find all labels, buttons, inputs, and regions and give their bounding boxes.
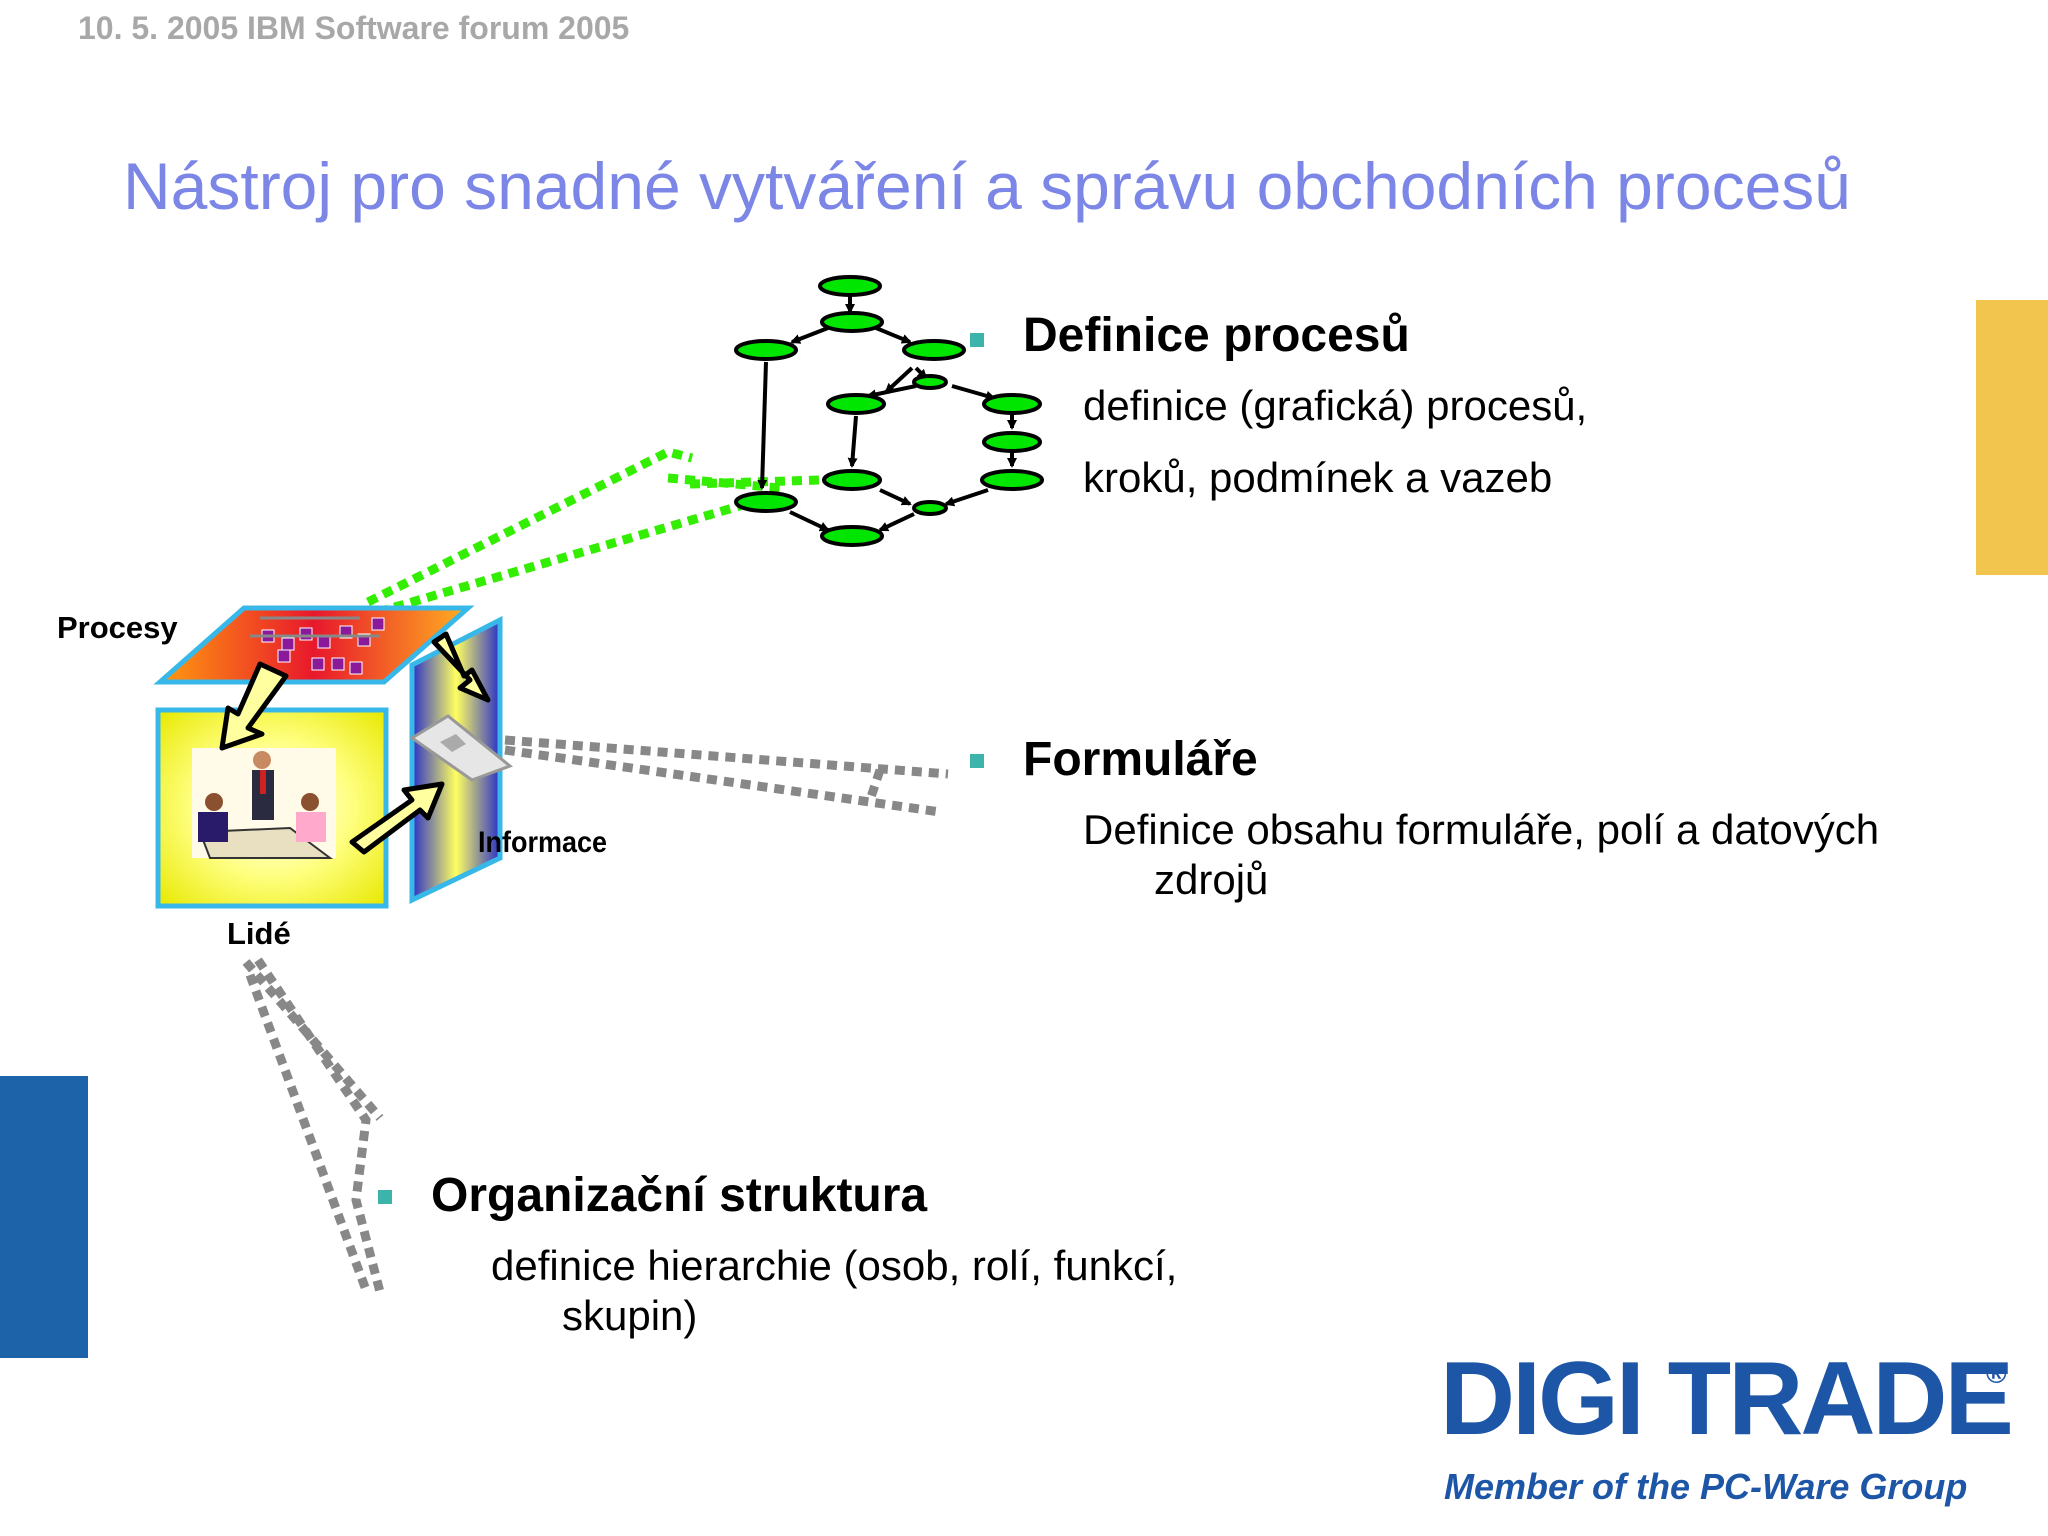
side-accent-blue xyxy=(0,1076,88,1358)
side-accent-yellow xyxy=(1976,300,2048,575)
organizace-line-1: definice hierarchie (osob, rolí, funkcí, xyxy=(491,1242,1178,1289)
formulare-line-1: Definice obsahu formuláře, polí a datový… xyxy=(1083,806,1880,853)
cube-illustration xyxy=(153,605,514,909)
bullet-marker xyxy=(970,333,984,347)
definice-line-2: kroků, podmínek a vazeb xyxy=(1083,454,1553,501)
logo-tagline: Member of the PC-Ware Group xyxy=(1444,1466,1968,1507)
logo-digitrade: DIGI TRADE xyxy=(1440,1341,2014,1457)
logo-registered-mark: ® xyxy=(1986,1358,2007,1389)
bullet-marker xyxy=(378,1190,392,1204)
gray-connector-organizace xyxy=(242,957,385,1294)
heading-formulare: Formuláře xyxy=(1023,733,1258,786)
organizace-line-2: skupin) xyxy=(562,1292,698,1339)
green-connector xyxy=(365,447,821,617)
definice-line-1: definice (grafická) procesů, xyxy=(1083,382,1588,429)
gray-connector-formulare xyxy=(504,735,949,817)
bullet-marker xyxy=(970,754,984,768)
cube-label-procesy: Procesy xyxy=(57,610,178,645)
cube-label-informace: Informace xyxy=(478,826,608,859)
cube-label-lide: Lidé xyxy=(227,916,291,951)
formulare-line-2: zdrojů xyxy=(1154,856,1269,903)
slide-header: 10. 5. 2005 IBM Software forum 2005 xyxy=(78,10,630,46)
heading-definice-procesu: Definice procesů xyxy=(1023,309,1410,362)
process-graph xyxy=(734,275,1044,547)
slide-title: Nástroj pro snadné vytváření a správu ob… xyxy=(123,149,1851,223)
heading-organizacni-struktura: Organizační struktura xyxy=(431,1169,928,1222)
